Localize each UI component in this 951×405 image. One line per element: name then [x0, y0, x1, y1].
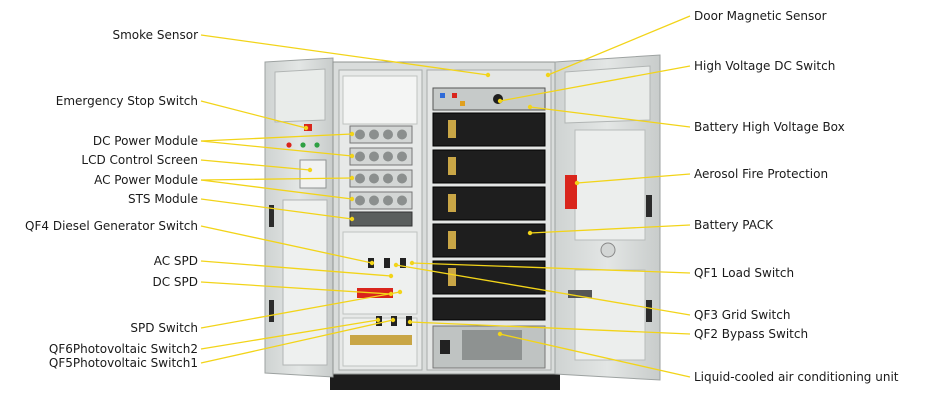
label-battery-pack: Battery PACK	[694, 218, 774, 232]
label-dc-spd: DC SPD	[152, 275, 198, 289]
indicator-led-red	[286, 142, 292, 148]
label-sts-module: STS Module	[128, 192, 198, 206]
label-spd-switch: SPD Switch	[130, 321, 198, 335]
right-labels: Door Magnetic Sensor High Voltage DC Swi…	[694, 9, 899, 384]
label-qf3-grid-switch: QF3 Grid Switch	[694, 308, 790, 322]
cabinet-base	[330, 370, 560, 390]
label-smoke-sensor: Smoke Sensor	[113, 28, 199, 42]
sts-module-unit	[349, 211, 413, 227]
indicator-led-green-2	[314, 142, 320, 148]
label-battery-high-voltage-box: Battery High Voltage Box	[694, 120, 845, 134]
label-aerosol-fire-protection: Aerosol Fire Protection	[694, 167, 828, 181]
aerosol-fire-unit	[565, 175, 577, 209]
label-qf5-photovoltaic-switch1: QF5Photovoltaic Switch1	[49, 356, 198, 370]
label-high-voltage-dc-switch: High Voltage DC Switch	[694, 59, 835, 73]
label-lcd-control-screen: LCD Control Screen	[81, 153, 198, 167]
left-labels: Smoke Sensor Emergency Stop Switch DC Po…	[25, 28, 198, 370]
label-liquid-cooled-air-conditioning-unit: Liquid-cooled air conditioning unit	[694, 370, 899, 384]
terminal-strip	[350, 335, 412, 345]
label-emergency-stop-switch: Emergency Stop Switch	[56, 94, 198, 108]
left-door-screen-frame	[299, 159, 327, 189]
left-door-inner-panel	[274, 68, 326, 123]
left-door-lower-panel	[282, 199, 328, 366]
indicator-led-green-1	[300, 142, 306, 148]
label-qf6-photovoltaic-switch2: QF6Photovoltaic Switch2	[49, 342, 198, 356]
label-ac-power-module: AC Power Module	[94, 173, 198, 187]
cabinet-illustration	[264, 54, 661, 390]
label-ac-spd: AC SPD	[154, 254, 198, 268]
label-qf2-bypass-switch: QF2 Bypass Switch	[694, 327, 808, 341]
label-dc-power-module: DC Power Module	[93, 134, 198, 148]
battery-pack-stack	[432, 112, 546, 321]
leader-lines	[200, 15, 691, 378]
label-door-magnetic-sensor: Door Magnetic Sensor	[694, 9, 827, 23]
label-qf1-load-switch: QF1 Load Switch	[694, 266, 794, 280]
label-qf4-diesel-generator-switch: QF4 Diesel Generator Switch	[25, 219, 198, 233]
